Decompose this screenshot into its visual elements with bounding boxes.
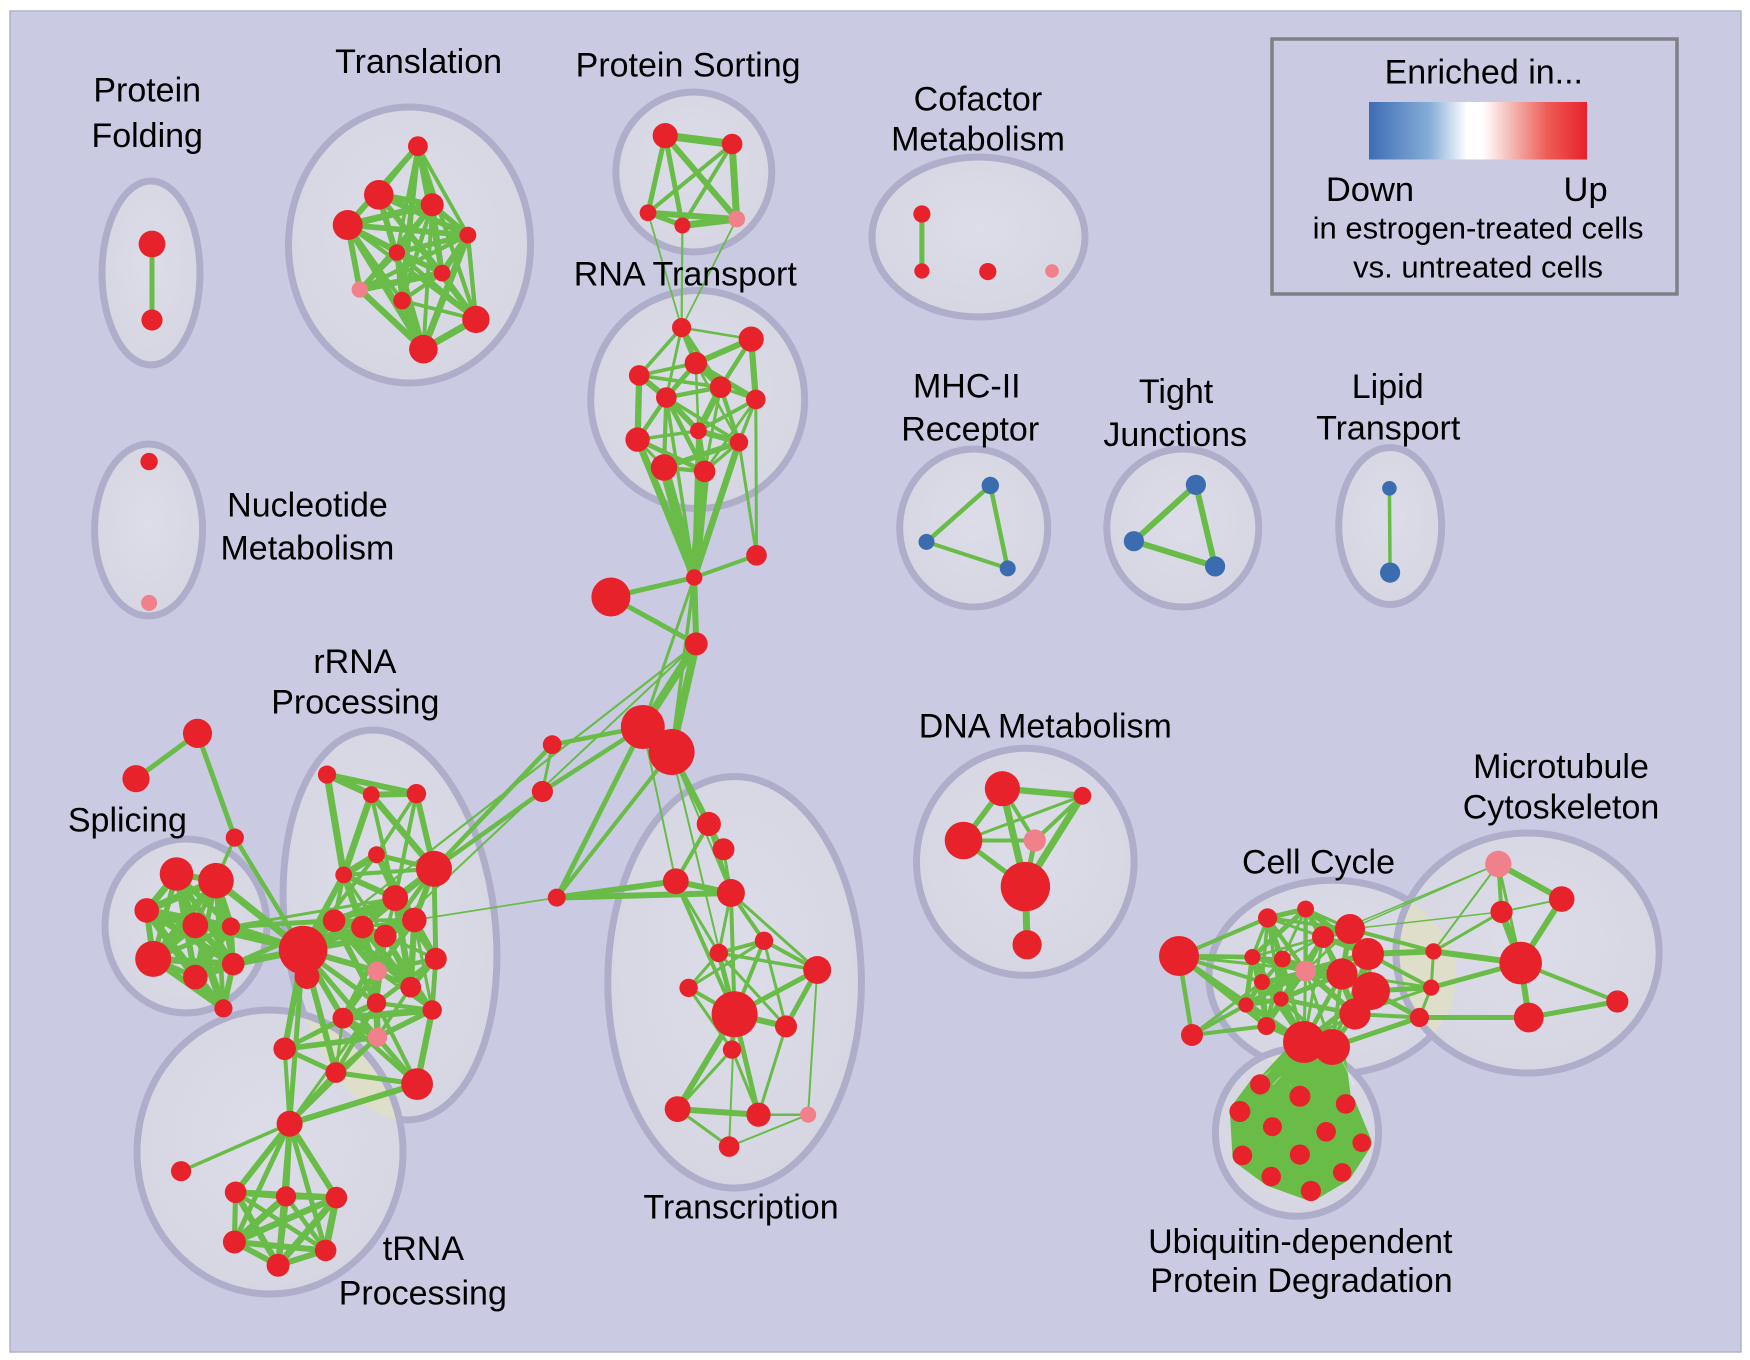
svg-text:Processing: Processing <box>271 684 439 722</box>
svg-text:Receptor: Receptor <box>901 410 1039 448</box>
svg-text:Cofactor: Cofactor <box>914 80 1043 118</box>
svg-text:Microtubule: Microtubule <box>1473 748 1649 786</box>
svg-text:tRNA: tRNA <box>383 1230 465 1268</box>
svg-text:rRNA: rRNA <box>313 643 396 681</box>
svg-text:Transport: Transport <box>1316 410 1461 448</box>
svg-text:Nucleotide: Nucleotide <box>227 487 388 525</box>
svg-text:Up: Up <box>1564 171 1608 209</box>
svg-text:Down: Down <box>1326 171 1414 209</box>
svg-text:in estrogen-treated cells: in estrogen-treated cells <box>1313 211 1644 246</box>
svg-text:Protein Degradation: Protein Degradation <box>1150 1262 1452 1300</box>
svg-text:Splicing: Splicing <box>68 802 187 840</box>
svg-text:vs. untreated cells: vs. untreated cells <box>1353 250 1603 285</box>
svg-text:Protein Sorting: Protein Sorting <box>576 46 801 84</box>
svg-text:Junctions: Junctions <box>1103 416 1247 454</box>
svg-text:MHC-II: MHC-II <box>913 368 1021 406</box>
svg-text:Metabolism: Metabolism <box>220 530 394 568</box>
svg-text:Enriched in...: Enriched in... <box>1385 54 1583 92</box>
svg-text:Transcription: Transcription <box>643 1189 838 1227</box>
svg-text:Ubiquitin-dependent: Ubiquitin-dependent <box>1148 1223 1453 1261</box>
svg-text:RNA Transport: RNA Transport <box>574 256 798 294</box>
svg-text:Metabolism: Metabolism <box>891 121 1065 159</box>
svg-text:Cytoskeleton: Cytoskeleton <box>1463 789 1660 827</box>
svg-text:DNA Metabolism: DNA Metabolism <box>919 708 1172 746</box>
svg-text:Lipid: Lipid <box>1352 368 1424 406</box>
svg-text:Translation: Translation <box>335 43 502 81</box>
svg-text:Tight: Tight <box>1139 373 1214 411</box>
svg-text:Processing: Processing <box>339 1274 507 1312</box>
svg-text:Protein: Protein <box>93 71 201 109</box>
svg-text:Folding: Folding <box>91 117 203 155</box>
svg-text:Cell Cycle: Cell Cycle <box>1242 843 1395 881</box>
